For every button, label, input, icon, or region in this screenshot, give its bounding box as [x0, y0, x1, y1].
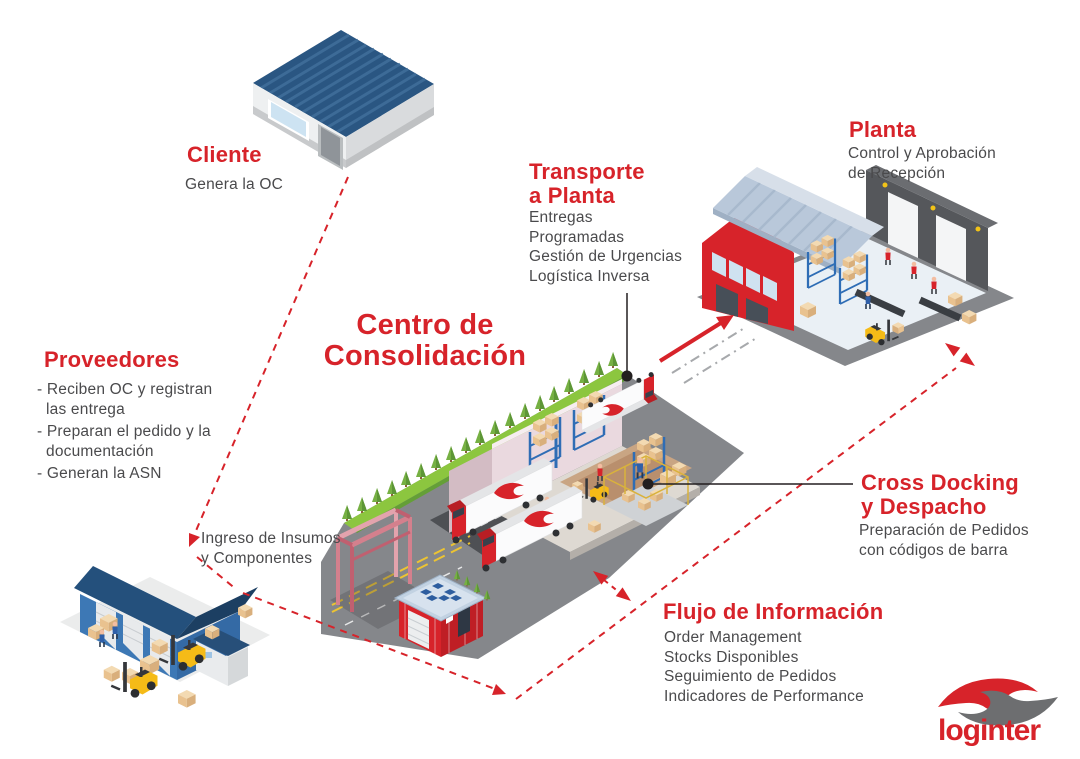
centro-title: Centro de Consolidación	[323, 309, 527, 373]
connector-dot-transporte	[621, 370, 633, 382]
planta-illustration	[697, 165, 1014, 366]
cliente-building-illustration	[253, 30, 434, 170]
arrowhead-flujo-up	[593, 571, 609, 585]
proveedores-title: Proveedores	[44, 347, 180, 372]
flujo-line: Seguimiento de Pedidos	[664, 668, 837, 686]
transport-road-arrow	[658, 315, 759, 384]
container-office	[393, 574, 488, 657]
arrowhead-planta-down	[959, 352, 975, 366]
cliente-subtitle: Genera la OC	[185, 176, 284, 193]
proveedores-warehouse-illustration	[60, 566, 270, 708]
arrowhead-ingreso	[189, 533, 200, 547]
flow-dashed-lines	[194, 176, 957, 700]
loginter-logo-mark	[938, 678, 1058, 726]
gantry-gate	[336, 507, 412, 612]
proveedores-list: - Reciben OC y registran las entrega - P…	[37, 380, 267, 487]
ingreso-label: Ingreso de Insumos y Componentes	[201, 530, 341, 567]
transporte-line: Logística Inversa	[529, 267, 650, 285]
flujo-line: Stocks Disponibles	[664, 648, 799, 666]
transporte-line: Entregas	[529, 209, 593, 226]
dashed-line-bottom-right	[515, 367, 957, 700]
proveedores-item: - Preparan el pedido y la documentación	[37, 423, 211, 460]
dashed-line-ingreso	[196, 556, 238, 591]
arrowhead-flujo-down	[615, 587, 631, 601]
flujo-line: Indicadores de Performance	[664, 687, 864, 705]
arrowhead-planta-up	[945, 343, 961, 357]
transporte-lines: Entregas Programadas Gestión de Urgencia…	[529, 208, 682, 286]
flujo-title: Flujo de Información	[663, 599, 884, 624]
flujo-line: Order Management	[664, 629, 802, 646]
cross-docking-title: Cross Docking y Despacho	[861, 470, 1019, 519]
dashed-line-bottom-left	[242, 592, 496, 690]
transporte-title: Transporte a Planta	[529, 159, 645, 208]
flow-arrowheads	[189, 343, 975, 695]
cliente-title: Cliente	[187, 142, 262, 167]
connector-dot-crossdocking	[642, 478, 654, 490]
consolidation-center-illustration	[321, 352, 744, 659]
transporte-line: Programadas	[529, 228, 625, 246]
planta-subtitle: Control y Aprobación de Recepción	[848, 145, 996, 182]
loginter-logo-text: loginter	[938, 714, 1041, 747]
proveedores-item: - Generan la ASN	[37, 465, 162, 483]
cross-docking-subtitle: Preparación de Pedidos con códigos de ba…	[859, 522, 1029, 559]
planta-title: Planta	[849, 117, 917, 142]
transporte-line: Gestión de Urgencias	[529, 248, 683, 266]
flujo-lines: Order Management Stocks Disponibles Segu…	[664, 628, 864, 706]
proveedores-item: - Reciben OC y registran las entrega	[37, 381, 213, 418]
arrowhead-bottom	[492, 684, 506, 695]
dashed-double-arrow-flujo-line	[603, 579, 621, 594]
label-connectors	[621, 293, 853, 490]
